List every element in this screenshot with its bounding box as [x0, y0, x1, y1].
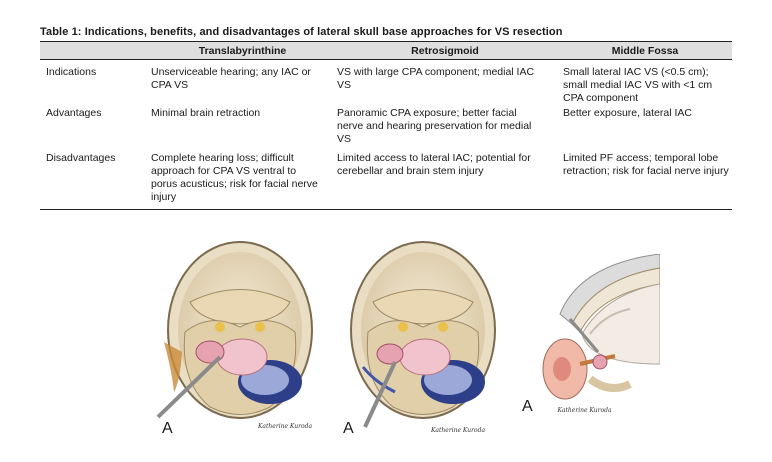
cell-disadvantages-retrosigmoid: Limited access to lateral IAC; potential… [337, 152, 531, 177]
row-label-advantages: Advantages [46, 107, 102, 119]
illustrator-signature-2: Katherine Kuroda [430, 427, 486, 434]
header-middle-fossa: Middle Fossa [611, 45, 679, 57]
table-bottom-rule [40, 209, 732, 210]
figure-label-a-1: A [162, 420, 173, 437]
cell-advantages-middle-fossa: Better exposure, lateral IAC [563, 107, 692, 119]
header-retrosigmoid: Retrosigmoid [411, 45, 479, 57]
table-top-rule [40, 41, 732, 42]
figure-label-a-3: A [522, 398, 533, 415]
cell-indications-retrosigmoid: VS with large CPA component; medial IAC … [337, 66, 535, 91]
table-header-rule [40, 59, 732, 60]
figure-middle-fossa-illustration [520, 253, 661, 429]
figure-translabyrinthine-illustration [150, 232, 320, 437]
table-header-band [40, 42, 732, 59]
cell-indications-translabyrinthine: Unserviceable hearing; any IAC or CPA VS [151, 66, 311, 91]
header-translabyrinthine: Translabyrinthine [198, 45, 287, 57]
row-label-indications: Indications [46, 66, 97, 78]
cell-indications-middle-fossa: Small lateral IAC VS (<0.5 cm); small me… [563, 66, 713, 104]
cell-advantages-retrosigmoid: Panoramic CPA exposure; better facial ne… [337, 107, 532, 145]
figure-label-a-2: A [343, 420, 354, 437]
table-caption: Table 1: Indications, benefits, and disa… [40, 26, 563, 38]
figure-retrosigmoid-illustration [335, 232, 505, 437]
cell-advantages-translabyrinthine: Minimal brain retraction [151, 107, 261, 119]
illustrator-signature-1: Katherine Kuroda [257, 423, 313, 430]
illustrator-signature-3: Katherine Kuroda [557, 407, 612, 414]
cell-disadvantages-translabyrinthine: Complete hearing loss; difficult approac… [151, 152, 318, 203]
cell-disadvantages-middle-fossa: Limited PF access; temporal lobe retract… [563, 152, 729, 177]
row-label-disadvantages: Disadvantages [46, 152, 116, 164]
